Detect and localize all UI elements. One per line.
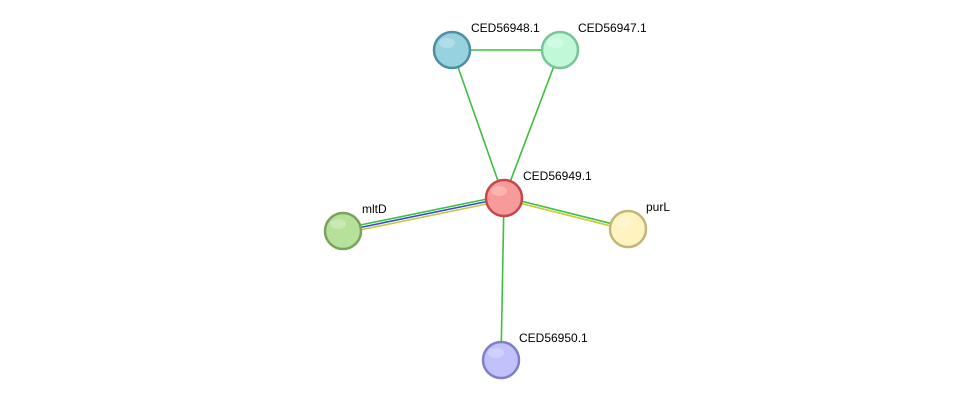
nodes-layer: CED56949.1 CED56948.1 CED56947.1 mltD purL CE… xyxy=(323,21,670,380)
edge-center-mltD xyxy=(342,197,505,232)
edge-center-n50 xyxy=(500,197,505,361)
node-purL[interactable]: purL xyxy=(608,200,670,249)
edge-n47-center xyxy=(503,49,561,199)
edge-center-purL xyxy=(503,198,628,231)
node-highlight xyxy=(547,38,563,48)
node-center[interactable]: CED56949.1 xyxy=(484,169,592,218)
node-highlight xyxy=(488,348,504,358)
node-label: purL xyxy=(646,200,670,214)
node-circle[interactable] xyxy=(432,30,472,70)
edge-n48-center xyxy=(451,49,505,199)
node-highlight xyxy=(491,186,507,196)
node-circle[interactable] xyxy=(484,178,524,218)
edge-center-mltD xyxy=(343,199,505,235)
node-highlight xyxy=(330,219,346,229)
edges-layer xyxy=(342,49,629,361)
node-mltD[interactable]: mltD xyxy=(323,202,387,251)
node-circle[interactable] xyxy=(540,30,580,70)
node-highlight xyxy=(439,38,455,48)
node-n47[interactable]: CED56947.1 xyxy=(540,21,647,70)
node-circle[interactable] xyxy=(481,340,521,380)
node-label: CED56947.1 xyxy=(578,21,647,35)
edge-center-mltD xyxy=(342,194,504,230)
node-n48[interactable]: CED56948.1 xyxy=(432,21,540,70)
node-highlight xyxy=(615,217,631,227)
node-circle[interactable] xyxy=(323,211,363,251)
node-circle[interactable] xyxy=(608,209,648,249)
node-n50[interactable]: CED56950.1 xyxy=(481,331,588,380)
node-label: CED56949.1 xyxy=(523,169,592,183)
node-label: mltD xyxy=(362,202,387,216)
node-label: CED56948.1 xyxy=(471,21,540,35)
node-label: CED56950.1 xyxy=(519,331,588,345)
edge-center-purL xyxy=(504,196,629,229)
